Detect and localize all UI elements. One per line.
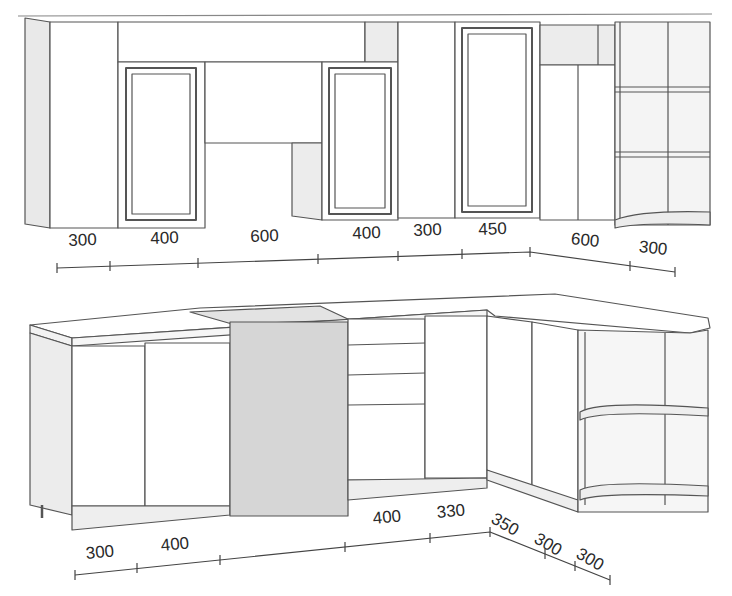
dimension-label: 350 [489,510,522,539]
dimension-label: 400 [150,229,179,247]
dimension-label: 300 [85,543,115,562]
dimension-label: 600 [570,230,600,250]
dimension-label: 600 [250,227,279,245]
dimension-label: 400 [352,224,381,242]
dimension-label: 300 [68,231,97,249]
dimension-label: 330 [436,502,466,521]
dimension-label: 300 [413,221,442,239]
dimension-label: 300 [574,545,607,574]
dimension-label: 450 [478,220,507,238]
dimension-label: 300 [532,530,565,559]
dimension-label: 400 [160,535,190,554]
dimension-label: 400 [372,508,402,527]
dimension-label: 300 [638,238,668,258]
